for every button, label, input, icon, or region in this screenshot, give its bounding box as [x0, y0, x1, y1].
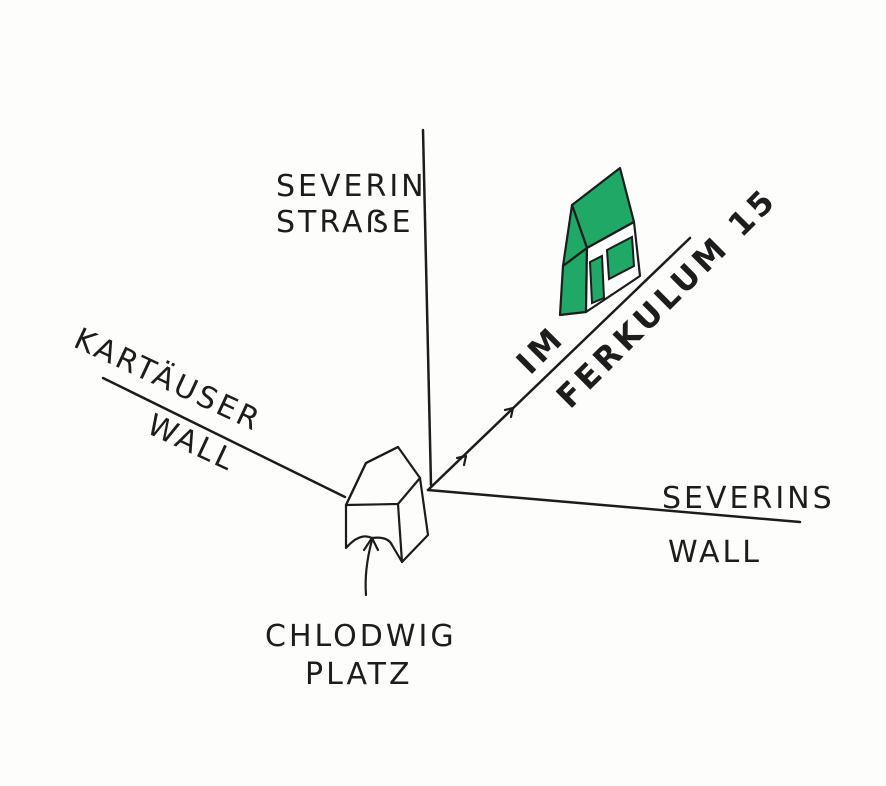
severins-wall-label-1: SEVERINS: [662, 481, 835, 516]
destination-street-label: IM: [509, 318, 572, 381]
severins-wall-road: [426, 488, 802, 524]
kartaeuser-wall-road: [101, 376, 347, 499]
severin-strasse-label-2: STRAẞE: [276, 205, 414, 240]
severin-strasse-label-1: SEVERIN: [276, 169, 427, 204]
gate-building-icon: [344, 445, 430, 564]
house-icon: [558, 166, 642, 317]
chlodwig-platz-label-1: CHLODWIG: [265, 619, 457, 654]
severins-wall-label-2: WALL: [668, 535, 762, 570]
start-arrow-icon: [362, 536, 380, 597]
route-arrow-icon: [426, 236, 692, 492]
severin-strasse-road: [421, 128, 433, 487]
chlodwig-platz-label-2: PLATZ: [305, 657, 413, 692]
